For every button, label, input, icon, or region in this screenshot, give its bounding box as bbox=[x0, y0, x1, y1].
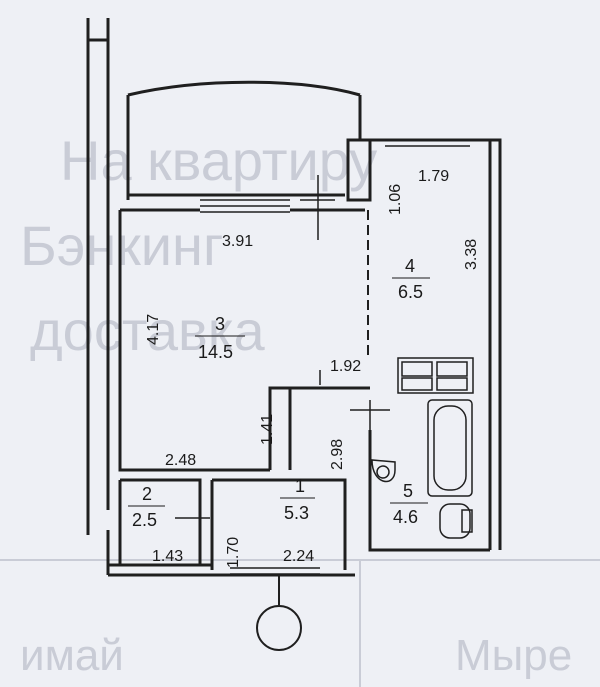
room-3-area: 14.5 bbox=[198, 342, 233, 362]
room-5-area: 4.6 bbox=[393, 507, 418, 527]
room-5-number: 5 bbox=[403, 481, 413, 501]
room-labels: 1 5.3 2 2.5 3 14.5 4 6.5 5 4.6 bbox=[128, 256, 430, 530]
dim-closet-width: 1.43 bbox=[152, 548, 183, 565]
kitchen-appliances bbox=[397, 357, 474, 394]
windows bbox=[200, 139, 470, 575]
room-4-area: 6.5 bbox=[398, 282, 423, 302]
dimension-labels: 3.91 4.17 2.48 1.41 1.06 1.79 3.38 1.92 … bbox=[145, 168, 480, 568]
dim-kitchen-depth: 3.38 bbox=[463, 239, 480, 270]
watermark: На квартиру Бэнкинг доставка Мыре имай bbox=[0, 129, 600, 687]
bath-fixtures bbox=[371, 399, 473, 539]
watermark-line-4: Мыре bbox=[455, 631, 572, 680]
partitions bbox=[175, 175, 390, 560]
watermark-line-3: доставка bbox=[30, 299, 265, 362]
dim-living-depth: 4.17 bbox=[145, 314, 162, 345]
dim-hall-width: 2.24 bbox=[283, 548, 314, 565]
dim-living-notch: 1.41 bbox=[259, 414, 276, 445]
room-1-number: 1 bbox=[295, 476, 305, 496]
room-4-number: 4 bbox=[405, 256, 415, 276]
room-2-number: 2 bbox=[142, 484, 152, 504]
dim-hall-depth: 2.98 bbox=[329, 439, 346, 470]
entrance-marker bbox=[256, 575, 302, 651]
room-1-area: 5.3 bbox=[284, 503, 309, 523]
watermark-line-5: имай bbox=[20, 631, 124, 680]
room-2-area: 2.5 bbox=[132, 510, 157, 530]
dim-kitchen-top: 1.79 bbox=[418, 168, 449, 185]
dim-hall-left: 1.70 bbox=[225, 537, 242, 568]
dim-living-width: 3.91 bbox=[222, 233, 253, 250]
watermark-line-2: Бэнкинг bbox=[20, 214, 223, 277]
watermark-line-1: На квартиру bbox=[60, 129, 377, 192]
dim-bath-width: 1.92 bbox=[330, 358, 361, 375]
dim-living-bottom: 2.48 bbox=[165, 452, 196, 469]
dim-kitchen-top-short: 1.06 bbox=[387, 184, 404, 215]
room-3-number: 3 bbox=[215, 314, 225, 334]
